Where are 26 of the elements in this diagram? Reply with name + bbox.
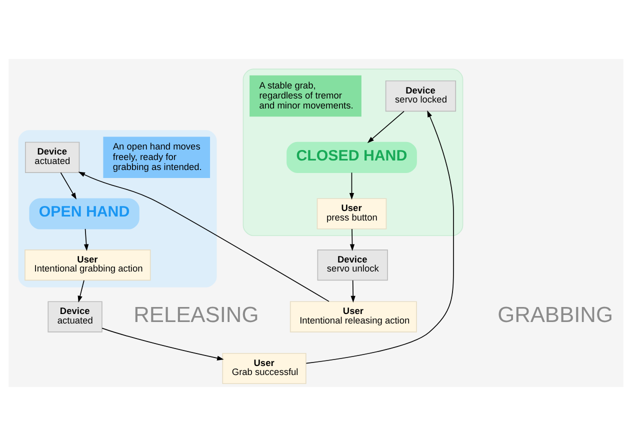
node-box: User Intentional grabbing action: [24, 250, 151, 281]
arrow: [102, 328, 224, 360]
cluster: [242, 68, 464, 236]
arrow: [84, 228, 89, 251]
node-box: Device servo unlock: [317, 250, 388, 281]
arrow: [60, 172, 76, 200]
label: RELEASING: [134, 302, 259, 328]
arrow: [306, 110, 454, 364]
node-box: OPEN HAND: [29, 198, 140, 230]
arrow: [349, 172, 354, 200]
node-box: User press button: [316, 198, 387, 230]
arrow: [367, 110, 404, 144]
node-box: Device servo locked: [385, 80, 456, 112]
label: GRABBING: [498, 302, 613, 328]
arrow: [78, 172, 330, 302]
arrow: [78, 280, 84, 303]
node-box: User Grab successful: [222, 352, 306, 384]
node-box: User Intentional releasing action: [290, 301, 417, 332]
arrow: [350, 228, 355, 251]
node-box: A stable grab, regardless of tremor and minor movements.: [250, 75, 362, 117]
node-box: Device actuated: [25, 142, 80, 173]
node-box: Device actuated: [48, 301, 102, 332]
arrow: [350, 280, 356, 303]
node-box: CLOSED HAND: [286, 142, 417, 173]
node-box: An open hand moves freely, ready for grabbing as intended.: [103, 136, 210, 178]
cluster: [18, 130, 217, 288]
